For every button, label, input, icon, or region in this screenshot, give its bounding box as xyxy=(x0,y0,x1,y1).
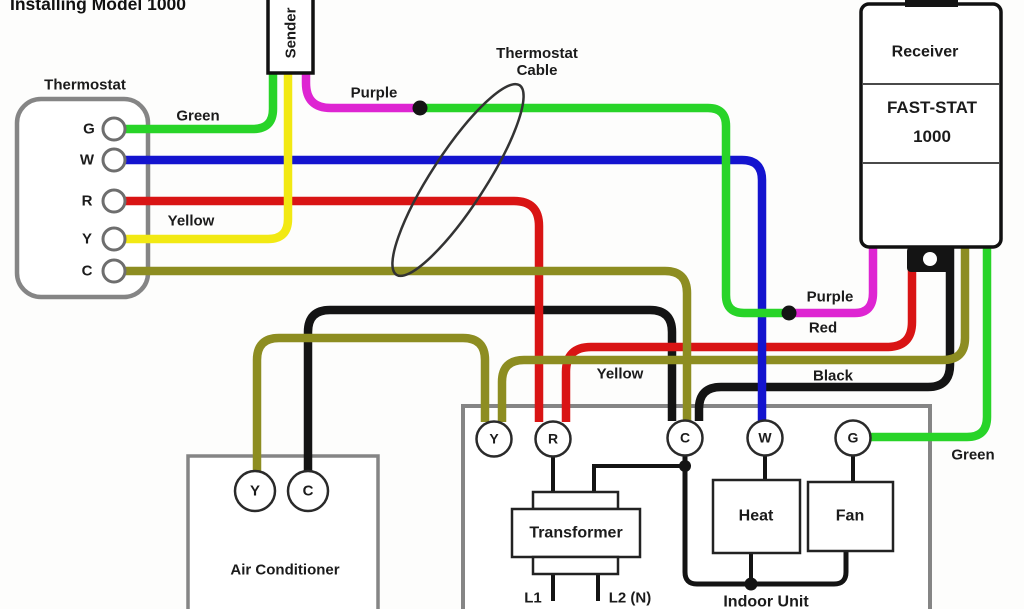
air-conditioner-box xyxy=(186,454,380,609)
thermostat-terminal-r-label: R xyxy=(81,192,93,210)
thermostat-cable-label-line1: Thermostat xyxy=(496,45,578,62)
receiver-model-line1: FAST-STAT xyxy=(886,98,978,117)
wire-green-cable-run xyxy=(420,103,789,318)
thermostat-terminal-w xyxy=(101,147,127,173)
indoor-terminal-w xyxy=(746,419,784,457)
junction-dot-green-purple-right xyxy=(781,305,797,321)
thermostat-cable-ellipse xyxy=(391,82,525,278)
wire-olive-receiver-to-indoor-y xyxy=(497,247,970,422)
thermostat-terminal-g xyxy=(101,116,127,142)
thermostat-cable-label-line2: Cable xyxy=(516,62,558,79)
green-wire-label-right: Green xyxy=(951,446,995,464)
wire-red-thermostat-r-to-indoor-r xyxy=(125,196,544,422)
green-wire-label-top: Green xyxy=(176,107,220,125)
indoor-terminal-g xyxy=(834,419,872,457)
transformer-label: Transformer xyxy=(529,524,623,542)
ac-terminal-c xyxy=(286,469,330,513)
ac-terminal-y-label: Y xyxy=(249,482,261,500)
indoor-terminal-r-label: R xyxy=(547,430,559,447)
wire-olive-ac-y-to-indoor-y xyxy=(252,333,490,474)
sender-box xyxy=(266,0,315,75)
heat-box xyxy=(711,478,802,555)
purple-wire-label-right: Purple xyxy=(806,288,854,306)
indoor-unit-label: Indoor Unit xyxy=(723,593,809,609)
thermostat-terminal-c xyxy=(101,258,127,284)
junction-dot-heat-bus xyxy=(744,577,758,591)
yellow-wire-label-left: Yellow xyxy=(167,212,215,230)
fan-box xyxy=(806,480,895,553)
transformer-l1-label: L1 xyxy=(524,589,542,607)
receiver-label: Receiver xyxy=(891,43,959,61)
thermostat-terminal-r xyxy=(101,188,127,214)
indoor-terminal-r xyxy=(534,420,572,458)
yellow-wire-label-mid: Yellow xyxy=(596,365,644,383)
wire-black-ac-c-to-indoor-c xyxy=(303,305,677,474)
heat-label: Heat xyxy=(738,507,774,525)
indoor-terminal-w-label: W xyxy=(758,429,772,446)
connector-transformer-to-c xyxy=(592,464,683,493)
thermostat-terminal-y xyxy=(101,226,127,252)
diagram-title: Installing Model 1000 xyxy=(10,0,187,14)
ac-terminal-y xyxy=(233,469,277,513)
thermostat-terminal-y-label: Y xyxy=(81,230,93,248)
transformer-body xyxy=(510,507,642,559)
receiver-model-label: FAST-STAT 1000 xyxy=(887,93,977,151)
sender-label: Sender xyxy=(282,7,300,59)
wire-purple-sender xyxy=(301,73,414,113)
indoor-terminal-g-label: G xyxy=(847,429,859,446)
receiver-model-line2: 1000 xyxy=(913,127,951,146)
receiver-top-connector xyxy=(905,0,958,7)
transformer-top-plate xyxy=(531,490,620,511)
fan-label: Fan xyxy=(835,507,865,525)
wire-green-thermostat-g-to-sender xyxy=(125,73,278,134)
transformer-bottom-plate xyxy=(531,555,620,576)
thermostat-terminal-c-label: C xyxy=(81,262,93,280)
junction-dot-c-transformer xyxy=(679,460,691,472)
transformer-l2-label: L2 (N) xyxy=(608,589,652,607)
air-conditioner-label: Air Conditioner xyxy=(230,561,340,579)
indoor-terminal-c xyxy=(666,419,704,457)
wire-black-receiver-to-indoor-c xyxy=(694,247,955,421)
wire-purple-receiver xyxy=(789,247,878,318)
junction-dot-purple-green-top xyxy=(412,100,428,116)
thermostat-terminal-g-label: G xyxy=(83,120,95,138)
indoor-terminal-y-label: Y xyxy=(489,430,499,447)
wire-green-receiver-to-indoor-g xyxy=(868,247,992,442)
thermostat-label: Thermostat xyxy=(44,76,126,94)
connector-indoor-c-bus xyxy=(682,455,849,587)
wire-olive-thermostat-c-to-indoor-c xyxy=(125,266,692,421)
wire-yellow-thermostat-y-to-sender xyxy=(125,73,293,244)
purple-wire-label-top: Purple xyxy=(350,84,398,102)
wire-blue-thermostat-w-to-indoor-w xyxy=(125,155,767,422)
black-wire-label-right: Black xyxy=(812,367,854,385)
indoor-terminal-c-label: C xyxy=(679,429,691,446)
indoor-terminal-y xyxy=(475,420,513,458)
thermostat-terminal-w-label: W xyxy=(79,151,95,169)
red-wire-label-right: Red xyxy=(808,319,838,337)
thermostat-cable-label: Thermostat Cable xyxy=(496,45,578,79)
receiver-connector-hole xyxy=(923,252,937,266)
ac-terminal-c-label: C xyxy=(302,482,314,500)
